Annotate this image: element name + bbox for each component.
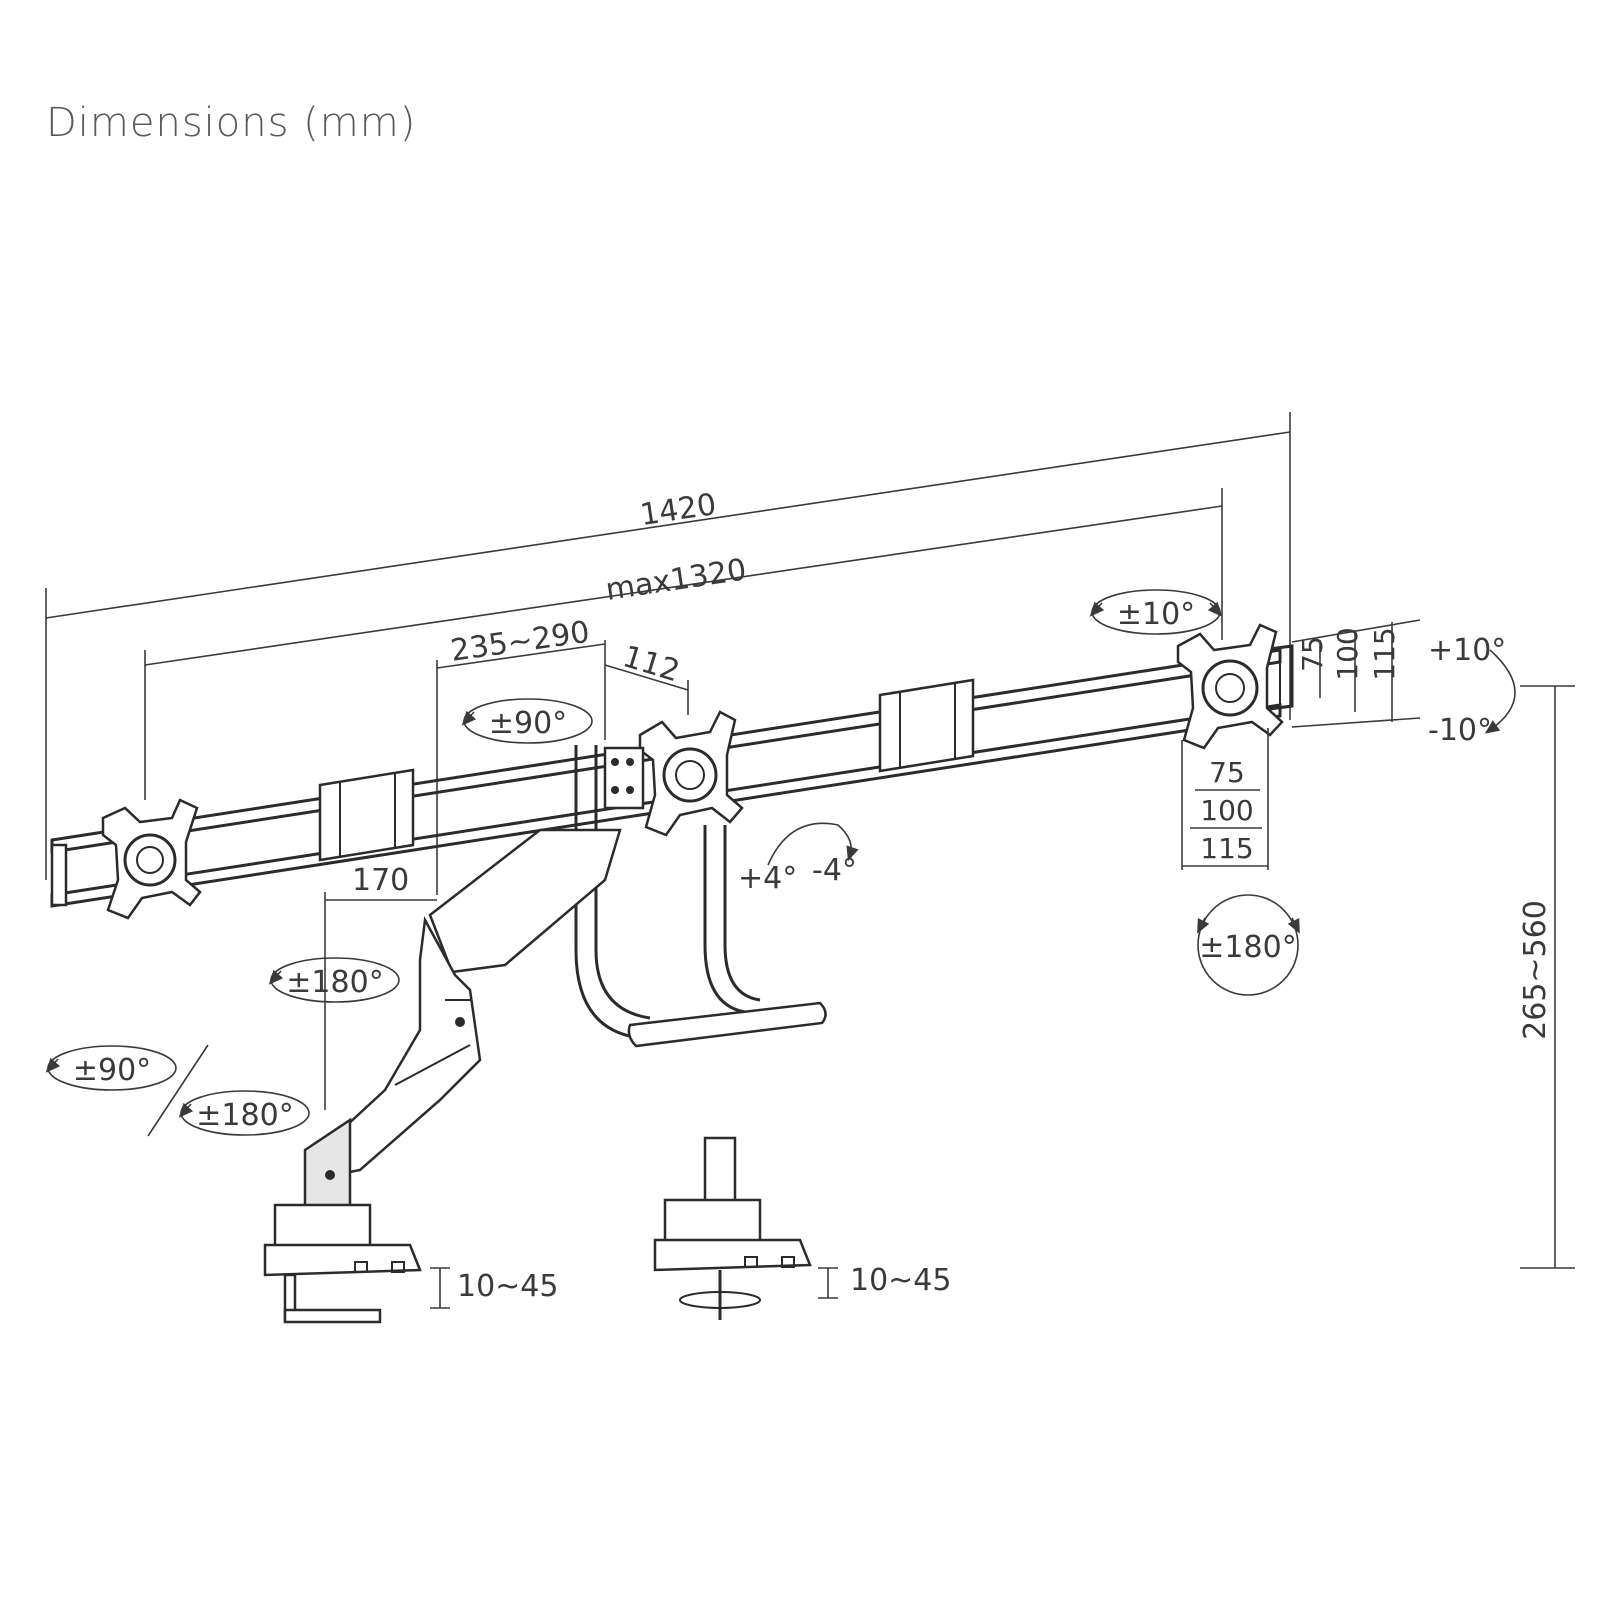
swivel-top-badge: [1089, 589, 1223, 635]
overall-width-label: 1420: [638, 487, 719, 533]
clamp-left-dim: [430, 1267, 450, 1309]
swivel-top-label: ±10°: [1117, 597, 1195, 632]
vesa-horizontal-dims: [1181, 728, 1269, 870]
base-swivel-badge: [45, 1045, 177, 1091]
clamp-left: [263, 1203, 422, 1324]
vesa-vertical-dims: [1291, 619, 1421, 728]
base-swivel-label: ±90°: [73, 1053, 151, 1088]
vesa-v115-label: 115: [1368, 627, 1401, 680]
base-divider: [147, 1044, 209, 1137]
arm-depth-label: 170: [352, 863, 409, 898]
tilt-center-minus-label: -4°: [812, 853, 857, 888]
arm-span-label: 235~290: [449, 615, 592, 669]
clamp-left-label: 10~45: [457, 1269, 558, 1304]
handle-bar: [574, 745, 827, 1048]
clamp-center: [653, 1136, 812, 1320]
vesa-plate-left: [101, 798, 202, 920]
rotate-arm-label: ±180°: [286, 965, 383, 1000]
slider-block-right: [878, 678, 975, 773]
vesa-h100-label: 100: [1200, 794, 1253, 827]
swivel-center-label: ±90°: [489, 706, 567, 741]
max-width-label: max1320: [603, 552, 748, 608]
height-dimension: [1520, 685, 1575, 1269]
crossbar: [50, 644, 1294, 908]
vesa-plate-right: [1176, 623, 1284, 750]
clamp-center-label: 10~45: [850, 1263, 951, 1298]
tilt-right-badge: [1484, 649, 1516, 734]
height-label: 265~560: [1518, 900, 1553, 1040]
slider-block-left: [318, 768, 415, 862]
tilt-up-label: +10°: [1428, 633, 1506, 668]
vesa-h115-label: 115: [1200, 832, 1253, 865]
vesa-h75-label: 75: [1209, 756, 1245, 789]
offset-dimension: [604, 664, 689, 715]
page-title: Dimensions (mm): [46, 100, 417, 146]
base-rotate-label: ±180°: [196, 1098, 293, 1133]
base-rotate-badge: [178, 1090, 310, 1136]
tilt-center-badge: [767, 822, 859, 866]
rotate-arm-badge: [268, 957, 400, 1003]
clamp-center-dim: [818, 1267, 838, 1299]
rotate-right-badge: [1197, 894, 1300, 996]
offset-label: 112: [619, 639, 684, 689]
vesa-plate-center: [603, 710, 744, 837]
rotate-right-label: ±180°: [1199, 930, 1296, 965]
overall-width-dimension: [45, 412, 1291, 880]
tilt-center-plus-label: +4°: [738, 861, 797, 896]
tilt-down-label: -10°: [1428, 713, 1492, 748]
arm-span-dimension: [436, 640, 606, 895]
swivel-center-badge: [461, 698, 593, 744]
vesa-v100-label: 100: [1331, 627, 1364, 680]
vesa-v75-label: 75: [1296, 636, 1329, 672]
gas-spring-arm: [303, 828, 622, 1212]
